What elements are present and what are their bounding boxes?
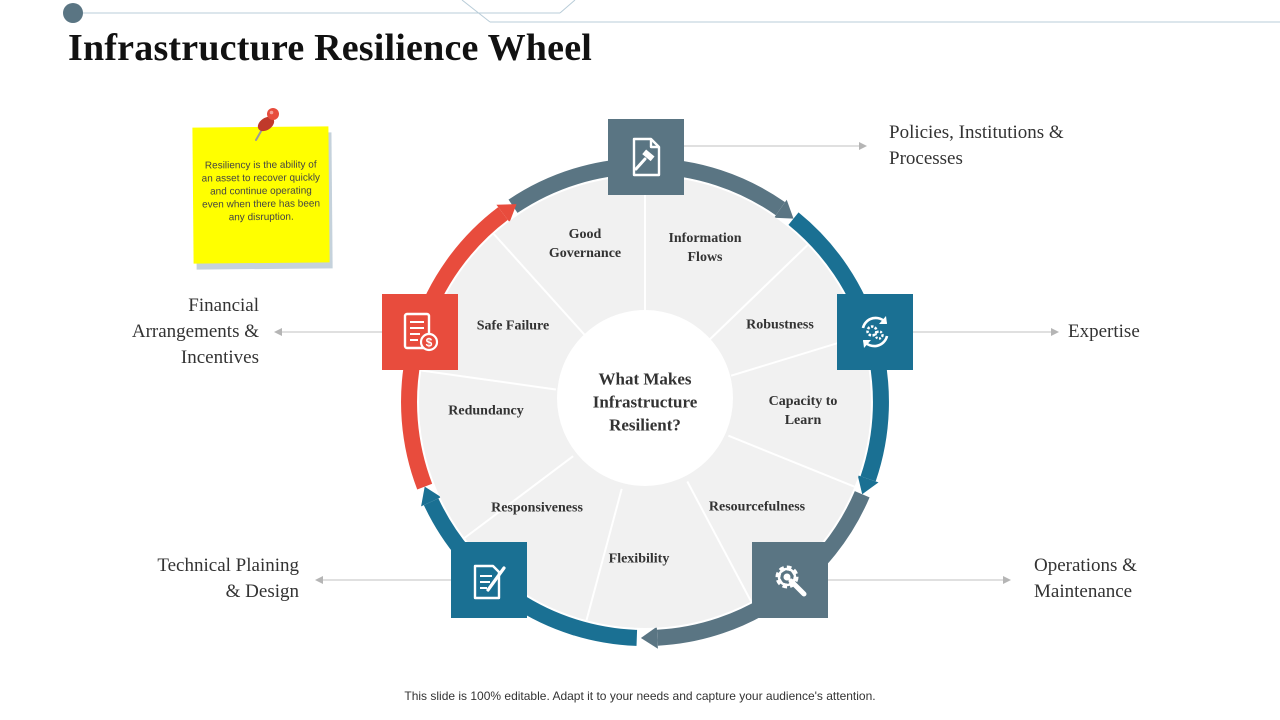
label-operations: Operations & Maintenance: [1034, 555, 1137, 602]
document-pen-icon: [473, 564, 506, 600]
ring-arc-right-tip: [857, 475, 879, 495]
invoice-dollar-icon: $: [403, 312, 439, 352]
center-question: What Makes Infrastructure Resilient?: [592, 369, 698, 435]
segment-robustness: Robustness: [746, 317, 814, 333]
operations-icon-box: [752, 542, 828, 618]
segment-responsiveness: Responsiveness: [491, 500, 583, 516]
segment-redundancy: Redundancy: [448, 403, 524, 419]
gear-wrench-icon: [775, 565, 807, 597]
ring-arc-top-left-tip: [496, 204, 517, 223]
gears-refresh-icon: [861, 316, 889, 348]
technical-icon-box: [451, 542, 527, 618]
spoke-5: [585, 488, 623, 621]
footer-note: This slide is 100% editable. Adapt it to…: [404, 689, 876, 703]
label-policies: Policies, Institutions & Processes: [889, 122, 1064, 169]
policies-icon-box: [608, 119, 684, 195]
label-financial: Financial Arrangements & Incentives: [131, 295, 259, 368]
segment-flexibility: Flexibility: [608, 551, 670, 567]
spoke-7: [421, 369, 557, 391]
sticky-note: Resiliency is the ability of an asset to…: [192, 126, 330, 264]
center-hub: [557, 310, 733, 486]
spoke-3: [728, 434, 855, 488]
ring-arc-bottom-left-tip: [421, 486, 442, 507]
ring-arc-top-tip: [774, 199, 794, 219]
page-title: Infrastructure Resilience Wheel: [68, 27, 593, 69]
segment-resourcefulness: Resourcefulness: [708, 499, 806, 515]
spoke-8: [493, 233, 586, 336]
spoke-4: [686, 481, 752, 602]
ring-arc-bottom-right-tip: [640, 626, 658, 649]
document-gavel-icon: [632, 137, 661, 177]
spoke-1: [709, 244, 809, 341]
expertise-icon-box: [837, 294, 913, 370]
segment-safe-failure: Safe Failure: [476, 318, 550, 334]
spoke-6: [463, 455, 574, 539]
wheel-spokes: [421, 176, 862, 621]
svg-text:$: $: [426, 336, 433, 350]
financial-icon-box: $: [382, 294, 458, 370]
label-technical: Technical Plaining & Design: [157, 555, 299, 602]
note-text: Resiliency is the ability of an asset to…: [201, 159, 321, 224]
push-pin-icon: [255, 108, 279, 141]
top-dot: [63, 3, 83, 23]
label-expertise: Expertise: [1068, 321, 1140, 342]
top-decoration: [63, 0, 1280, 23]
